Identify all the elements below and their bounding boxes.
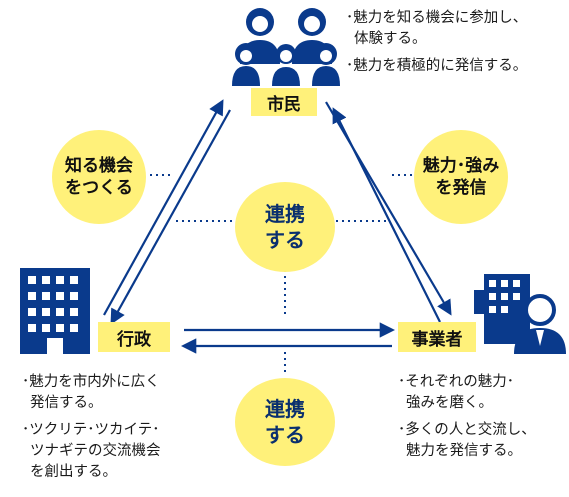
circle-strength-line1: 魅力･強み xyxy=(422,155,500,176)
note-citizen-line1: ･魅力を知る機会に参加し、 xyxy=(346,10,528,26)
note-citizen-line3: ･魅力を積極的に発信する。 xyxy=(346,58,528,75)
node-label-government: 行政 xyxy=(98,322,170,352)
circle-center-line1: 連携 xyxy=(265,202,305,226)
government-building-icon xyxy=(20,268,90,354)
note-government-line4: ツナギテの交流機会 xyxy=(30,443,161,460)
arrow-business-to-citizen xyxy=(332,107,441,323)
note-citizen: ･魅力を知る機会に参加し、 体験する。 ･魅力を積極的に発信する。 xyxy=(346,8,527,77)
note-citizen-line2: 体験する。 xyxy=(354,31,427,48)
note-business-line2: 強みを磨く。 xyxy=(406,395,493,412)
note-government-line5: を創出する。 xyxy=(30,464,117,481)
note-government-line3: ･ツクリテ･ツカイテ･ xyxy=(22,422,160,439)
circle-strength-line2: を発信 xyxy=(435,178,487,198)
arrow-gov-to-citizen xyxy=(103,99,224,316)
circle-know-line1: 知る機会 xyxy=(65,155,133,176)
circle-know-line2: をつくる xyxy=(65,178,133,198)
note-business-line1: ･それぞれの魅力･ xyxy=(398,374,514,390)
circle-center-collaborate: 連携 する xyxy=(235,182,335,272)
circle-know-opportunity: 知る機会 をつくる xyxy=(52,130,146,224)
note-government-line1: ･魅力を市内外に広く xyxy=(22,374,160,390)
circle-strength: 魅力･強み を発信 xyxy=(414,130,508,224)
circle-center-line2: する xyxy=(265,228,305,252)
node-label-citizen: 市民 xyxy=(251,88,317,116)
note-government: ･魅力を市内外に広く 発信する。 ･ツクリテ･ツカイテ･ ツナギテの交流機会 を… xyxy=(22,372,161,483)
circle-bottom-line2: する xyxy=(265,423,305,447)
note-government-line2: 発信する。 xyxy=(30,395,103,412)
circle-bottom-collaborate: 連携 する xyxy=(235,378,335,466)
note-business-line4: 魅力を発信する。 xyxy=(406,443,522,460)
note-business: ･それぞれの魅力･ 強みを磨く。 ･多くの人と交流し、 魅力を発信する。 xyxy=(398,372,536,462)
people-family-icon xyxy=(232,8,340,86)
circle-bottom-line1: 連携 xyxy=(265,397,305,421)
node-label-business: 事業者 xyxy=(398,322,476,352)
business-person-icon xyxy=(474,274,566,354)
note-business-line3: ･多くの人と交流し、 xyxy=(398,422,536,439)
arrow-citizen-to-gov xyxy=(110,109,231,325)
